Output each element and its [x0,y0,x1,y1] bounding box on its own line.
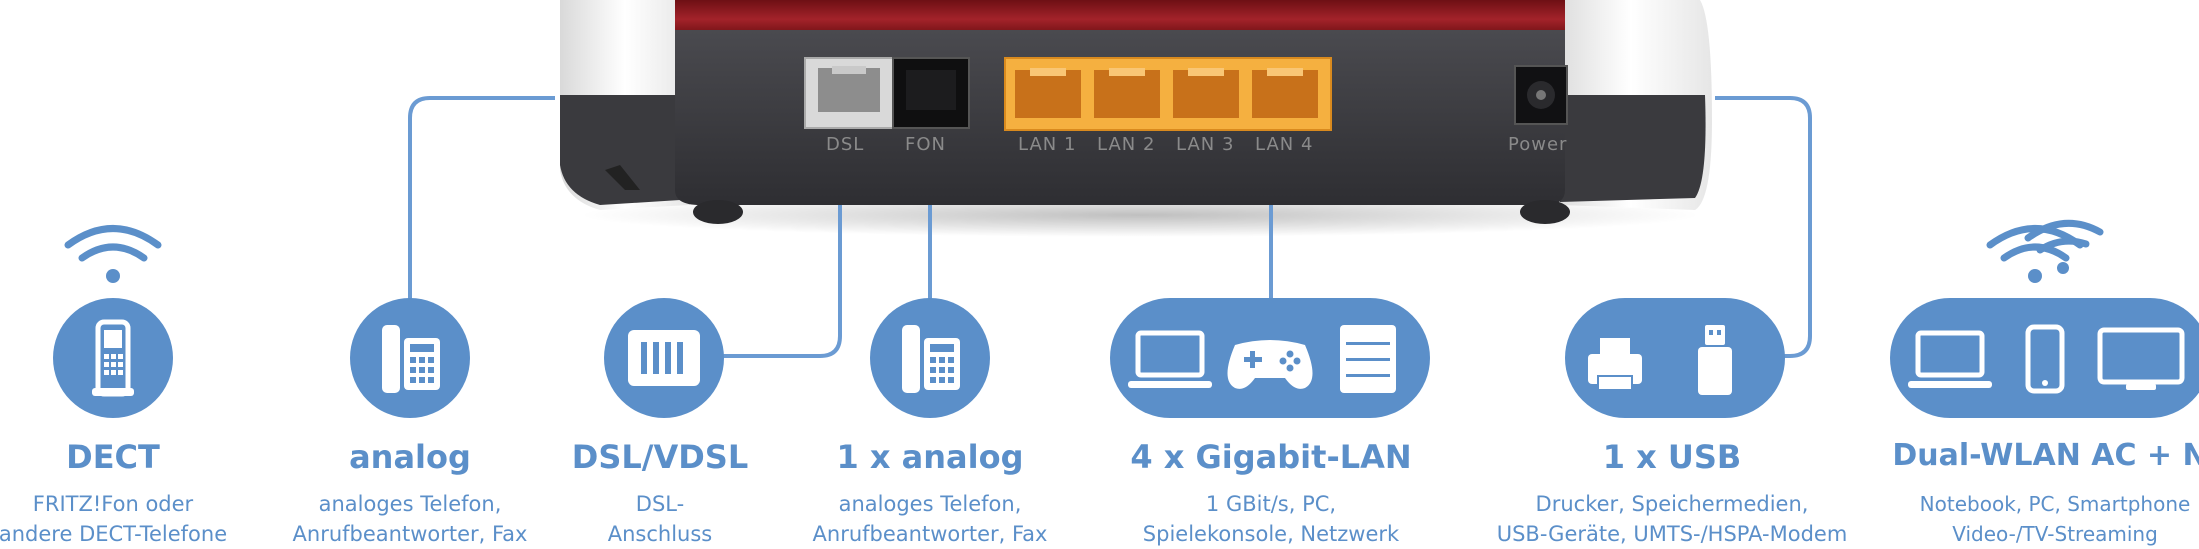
feature-desc-wlan-1: Notebook, PC, Smartphone [1919,492,2191,516]
port-label-dsl: DSL [826,134,865,155]
feature-desc-usb-1: Drucker, Speichermedien, [1535,492,1809,516]
dual-wifi-icon [1986,219,2104,262]
feature-title-dsl: DSL/VDSL [571,438,749,476]
feature-desc-analog-1: analoges Telefon, [318,492,502,516]
gamepad-icon [1227,340,1313,389]
wifi-icon [64,225,162,262]
dect-phone-icon [92,319,134,397]
feature-desc-dsl-1: DSL- [635,492,685,516]
nas-icon [1340,325,1396,393]
smartphone-icon [2025,324,2065,394]
desk-phone-icon [902,325,960,393]
desk-phone-icon [382,325,440,393]
dsl-socket-icon [628,330,700,386]
laptop-icon [1908,330,1992,388]
printer-icon [1588,338,1642,391]
wlan-bubble [1890,298,2199,418]
feature-title-wlan: Dual-WLAN AC + N [1892,438,2199,473]
tv-icon [2097,327,2185,390]
port-label-lan2: LAN 2 [1097,134,1156,155]
feature-title-dect: DECT [66,438,160,476]
feature-desc-lan-2: Spielekonsole, Netzwerk [1142,522,1400,546]
port-label-lan1: LAN 1 [1018,134,1077,155]
feature-title-analog: analog [349,438,471,476]
usb-stick-icon [1698,325,1732,395]
port-label-lan3: LAN 3 [1176,134,1235,155]
feature-desc-wlan-2: Video-/TV-Streaming [1952,522,2158,546]
feature-desc-lan-1: 1 GBit/s, PC, [1205,492,1337,516]
port-label-fon: FON [905,134,946,155]
feature-desc-analog-2: Anrufbeantworter, Fax [292,522,528,546]
port-label-power: Power [1508,134,1568,155]
laptop-icon [1128,330,1212,388]
feature-desc-fon-1: analoges Telefon, [838,492,1022,516]
feature-title-usb: 1 x USB [1602,438,1742,476]
feature-title-lan: 4 x Gigabit-LAN [1130,438,1412,476]
feature-desc-dect-2: andere DECT-Telefone [0,522,228,546]
feature-title-fon: 1 x analog [836,438,1024,476]
feature-desc-fon-2: Anrufbeantworter, Fax [812,522,1048,546]
feature-desc-dect-1: FRITZ!Fon oder [32,492,194,516]
feature-desc-dsl-2: Anschluss [607,522,713,546]
feature-desc-usb-2: USB-Geräte, UMTS-/HSPA-Modem [1496,522,1848,546]
port-label-lan4: LAN 4 [1255,134,1314,155]
